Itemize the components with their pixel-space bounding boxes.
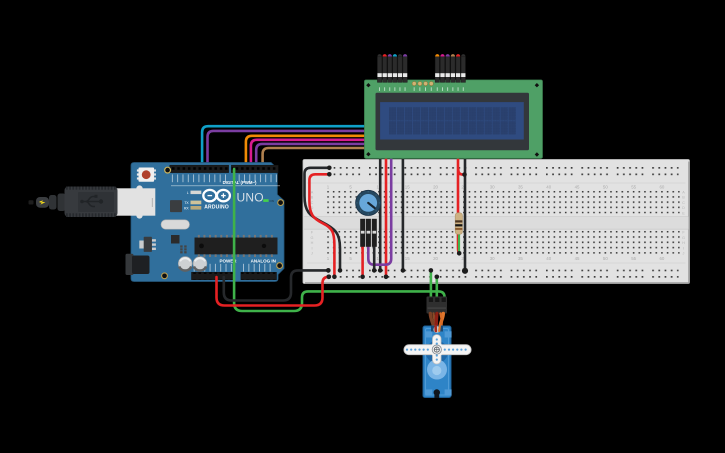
svg-text:50: 50 <box>603 256 608 261</box>
svg-text:A: A <box>682 191 685 195</box>
svg-text:C: C <box>682 201 685 205</box>
svg-text:45: 45 <box>575 256 580 261</box>
svg-text:L: L <box>187 191 189 195</box>
svg-text:H: H <box>682 241 685 245</box>
svg-text:POWER: POWER <box>219 258 237 263</box>
svg-text:30: 30 <box>490 256 495 261</box>
svg-text:1: 1 <box>327 184 330 189</box>
svg-text:5: 5 <box>349 184 352 189</box>
svg-text:I: I <box>683 246 684 250</box>
svg-text:J: J <box>683 252 685 256</box>
svg-text:40: 40 <box>546 184 551 189</box>
svg-text:F: F <box>682 231 685 235</box>
svg-text:55: 55 <box>631 256 636 261</box>
svg-text:J: J <box>311 252 313 256</box>
svg-text:RX: RX <box>184 206 189 210</box>
svg-text:F: F <box>311 231 314 235</box>
svg-text:ARDUINO: ARDUINO <box>204 205 229 211</box>
svg-text:G: G <box>311 236 314 240</box>
svg-text:B: B <box>682 196 685 200</box>
svg-text:ANALOG IN: ANALOG IN <box>251 259 276 264</box>
svg-text:30: 30 <box>490 184 495 189</box>
svg-text:20: 20 <box>433 256 438 261</box>
svg-text:20: 20 <box>433 184 438 189</box>
svg-text:1: 1 <box>327 256 330 261</box>
svg-text:E: E <box>682 211 685 215</box>
svg-text:60: 60 <box>659 256 664 261</box>
svg-text:60: 60 <box>659 184 664 189</box>
svg-text:UNO: UNO <box>237 190 264 204</box>
svg-text:B: B <box>311 196 314 200</box>
svg-text:35: 35 <box>518 256 523 261</box>
svg-text:D: D <box>682 206 685 210</box>
svg-text:I: I <box>311 246 312 250</box>
svg-text:50: 50 <box>603 184 608 189</box>
svg-text:15: 15 <box>405 256 410 261</box>
svg-text:15: 15 <box>405 184 410 189</box>
svg-text:A: A <box>311 191 314 195</box>
svg-text:D: D <box>311 206 314 210</box>
svg-text:DIGITAL (PWM~): DIGITAL (PWM~) <box>223 180 257 185</box>
svg-text:G: G <box>682 236 685 240</box>
svg-text:55: 55 <box>631 184 636 189</box>
svg-text:TX: TX <box>184 201 189 205</box>
svg-text:ON: ON <box>269 199 274 203</box>
svg-text:5: 5 <box>349 256 352 261</box>
svg-text:40: 40 <box>546 256 551 261</box>
svg-text:45: 45 <box>575 184 580 189</box>
svg-text:H: H <box>311 241 314 245</box>
svg-text:35: 35 <box>518 184 523 189</box>
svg-text:C: C <box>311 201 314 205</box>
